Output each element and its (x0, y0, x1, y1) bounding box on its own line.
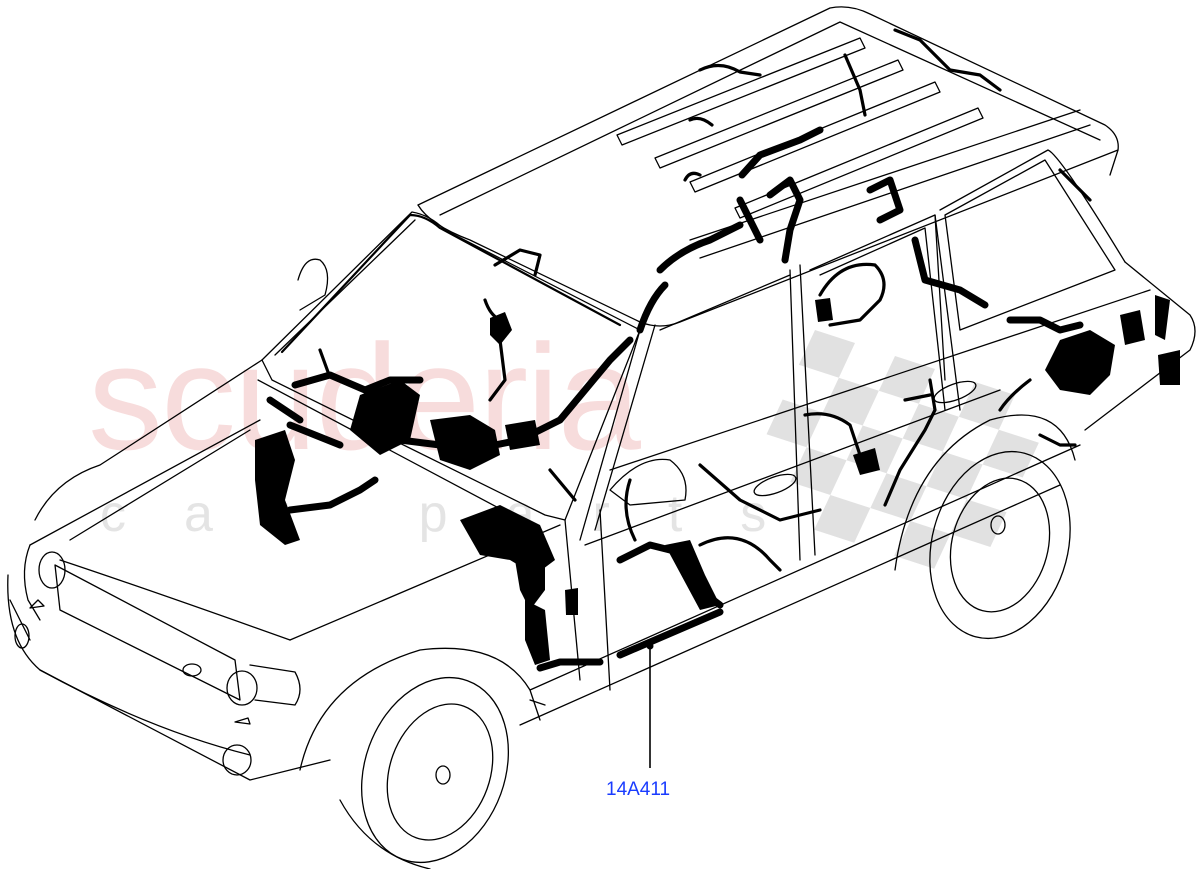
checkered-flag-icon (766, 330, 1039, 569)
vehicle-body-outline (7, 6, 1196, 869)
callout-leader-14A411 (646, 642, 654, 768)
part-callout-14A411[interactable]: 14A411 (606, 779, 671, 800)
wiring-harness (255, 28, 1180, 672)
